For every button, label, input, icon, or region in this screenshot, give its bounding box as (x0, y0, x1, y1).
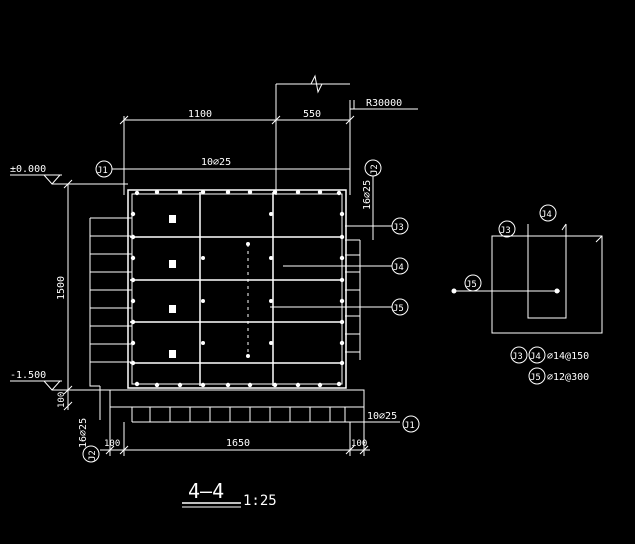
rebar-legend: J3 J4 ⌀14@150 J5 ⌀12@300 (510, 346, 589, 385)
dim-550: 550 (303, 109, 321, 120)
dim-1500: 1500 (56, 276, 67, 300)
top-rebar-callout: J1 10⌀25 (95, 157, 350, 178)
j3-tag-section (391, 217, 409, 235)
j3-tag-detail-label: J3 (500, 226, 511, 236)
column-markers (169, 215, 176, 358)
legend-j3j4-spec: ⌀14@150 (547, 351, 589, 362)
j4-tag-section-label: J4 (393, 263, 404, 273)
legend-j4-tag (528, 346, 546, 364)
j2-tag-right-label: J2 (370, 164, 380, 175)
base-slab: 10⌀25 J1 (109, 389, 420, 433)
elevation-bottom: -1.500 (10, 370, 46, 381)
legend-j4-label: J4 (530, 352, 541, 362)
left-elevations: ±0.000 -1.500 1500 100 (10, 164, 128, 411)
section-title: 4—4 1:25 (182, 479, 277, 509)
section-title-label: 4—4 (188, 479, 224, 503)
dim-100-bottom-left: 100 (104, 439, 120, 449)
right-side-callout: J2 16⌀25 (362, 159, 382, 240)
legend-j5-label: J5 (530, 373, 541, 383)
top-rebar-label: 10⌀25 (201, 157, 231, 168)
legend-j5-tag (528, 367, 546, 385)
dim-100-bottom-right: 100 (351, 439, 367, 449)
main-section (127, 189, 347, 389)
j5-tag-detail-label: J5 (466, 280, 477, 290)
legend-j3-tag (510, 346, 528, 364)
j1-tag-top-label: J1 (97, 166, 108, 176)
right-side-rebar-label: 16⌀25 (362, 180, 373, 210)
left-leaders: 16⌀25 J2 (78, 217, 132, 463)
right-leaders: J3 J4 J5 (270, 217, 409, 360)
j4-tag-detail (539, 204, 557, 222)
top-rebar-dots (130, 189, 345, 388)
dim-1650: 1650 (226, 438, 250, 449)
bottom-dimension: 100 1650 100 (100, 407, 370, 456)
rebar-detail: J3 J4 J5 (451, 204, 603, 334)
bottom-rebar-label: 10⌀25 (367, 411, 397, 422)
section-scale-label: 1:25 (243, 493, 277, 509)
j1-tag-bottom (402, 415, 420, 433)
top-dimension: 1100 550 R30000 (119, 74, 418, 195)
j5-tag-section-label: J5 (393, 304, 404, 314)
j2-tag-left (82, 445, 100, 463)
j5-tag-section (391, 298, 409, 316)
j1-tag-bottom-label: J1 (404, 421, 415, 431)
j4-tag-detail-label: J4 (541, 210, 552, 220)
j3-tag-section-label: J3 (393, 223, 404, 233)
elevation-top: ±0.000 (10, 164, 46, 175)
j5-tag-detail (464, 274, 482, 292)
legend-j3-label: J3 (512, 352, 523, 362)
j2-tag-left-label: J2 (88, 450, 98, 461)
dim-1100: 1100 (188, 109, 212, 120)
radius-label: R30000 (366, 98, 402, 109)
left-side-rebar-label: 16⌀25 (78, 418, 89, 448)
j4-tag-section (391, 257, 409, 275)
dim-100-vertical: 100 (57, 392, 67, 408)
j3-tag-detail (498, 220, 516, 238)
legend-j5-spec: ⌀12@300 (547, 372, 589, 383)
